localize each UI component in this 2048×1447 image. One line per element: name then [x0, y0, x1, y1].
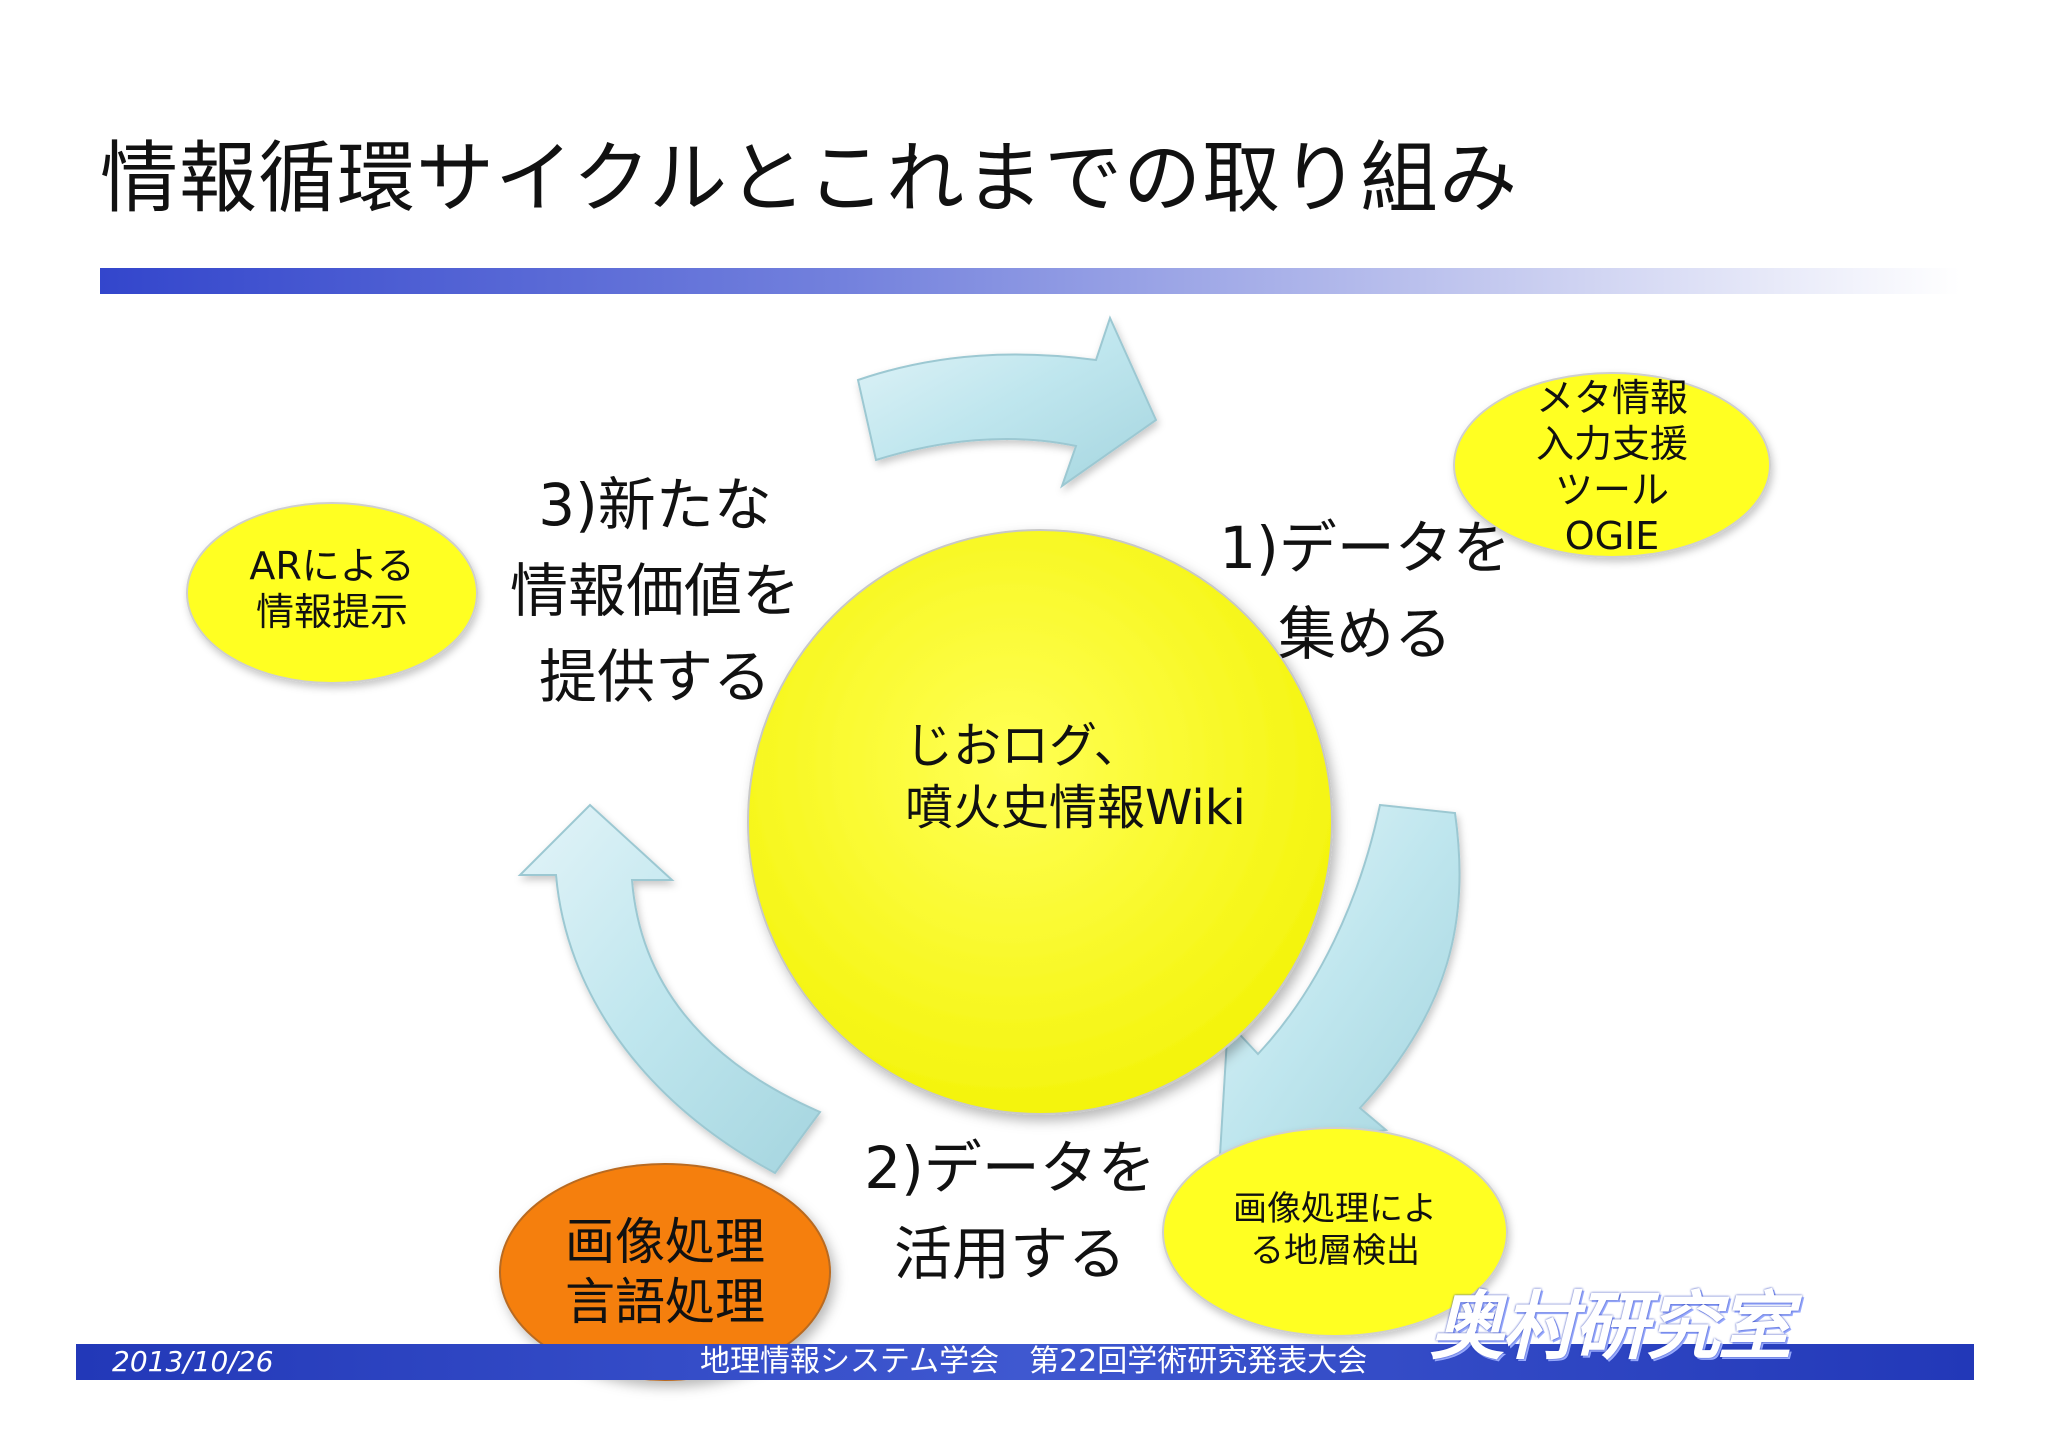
- step-collect-line1: 1)データを: [1219, 514, 1511, 582]
- bubble-ar-line1: ARによる: [249, 544, 415, 588]
- bubble-processing: 画像処理 言語処理: [535, 1212, 795, 1332]
- arrow-top: [856, 315, 1158, 489]
- bubble-meta-tool-line3: ツール: [1554, 468, 1669, 512]
- bubble-strata: 画像処理によ る地層検出: [1195, 1188, 1475, 1272]
- bubble-meta-tool-line2: 入力支援: [1535, 422, 1688, 466]
- bubble-processing-shape: [499, 1163, 831, 1381]
- center-circle: [747, 529, 1333, 1115]
- step-provide-line3: 提供する: [538, 643, 771, 711]
- bubble-ar: ARによる 情報提示: [212, 543, 452, 635]
- step-provide-line1: 3)新たな: [538, 471, 772, 539]
- center-label-line2: 噴火史情報Wiki: [905, 780, 1246, 836]
- bubble-strata-shape: [1162, 1127, 1508, 1337]
- lab-logo: 奥村研究室: [1430, 1284, 1792, 1370]
- center-label-line1: じおログ、: [905, 718, 1142, 774]
- bubble-strata-line1: 画像処理によ: [1233, 1189, 1437, 1229]
- step-use-label: 2)データを 活用する: [860, 1125, 1160, 1297]
- arrow-right: [1218, 803, 1461, 1157]
- bubble-meta-tool-line4: OGIE: [1564, 514, 1660, 558]
- bubble-meta-tool-shape: [1453, 372, 1771, 558]
- footer-date: 2013/10/26: [112, 1345, 274, 1378]
- title-underline-bar: [100, 268, 1960, 294]
- arrow-left: [517, 803, 822, 1175]
- step-collect-label: 1)データを 集める: [1215, 505, 1515, 677]
- step-provide-line2: 情報価値を: [509, 557, 800, 625]
- page-title: 情報循環サイクルとこれまでの取り組み: [100, 134, 1519, 224]
- bubble-ar-shape: [186, 502, 478, 684]
- step-provide-label: 3)新たな 情報価値を 提供する: [505, 462, 805, 720]
- step-use-line2: 活用する: [893, 1220, 1126, 1288]
- bubble-processing-line1: 画像処理: [565, 1213, 765, 1271]
- footer-conference: 地理情報システム学会 第22回学術研究発表大会: [700, 1344, 1368, 1379]
- bubble-meta-tool: メタ情報 入力支援 ツール OGIE: [1482, 375, 1742, 559]
- bubble-processing-line2: 言語処理: [565, 1273, 765, 1331]
- footer-bar: [76, 1344, 1974, 1380]
- center-label: じおログ、 噴火史情報Wiki: [905, 715, 1246, 839]
- bubble-ar-line2: 情報提示: [255, 590, 408, 634]
- step-use-line1: 2)データを: [864, 1134, 1156, 1202]
- bubble-meta-tool-line1: メタ情報: [1535, 376, 1688, 420]
- step-collect-line2: 集める: [1277, 600, 1452, 668]
- bubble-strata-line2: る地層検出: [1250, 1231, 1420, 1271]
